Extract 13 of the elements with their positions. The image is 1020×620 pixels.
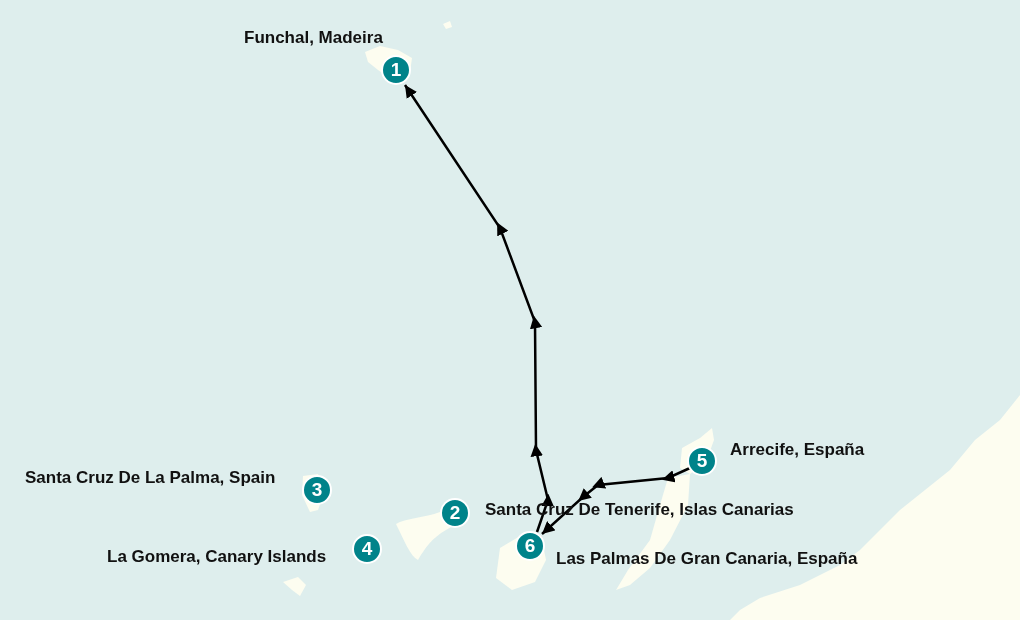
place-label: Santa Cruz De La Palma, Spain <box>25 468 276 488</box>
numbered-marker: 1 <box>381 55 411 85</box>
place-label: La Gomera, Canary Islands <box>107 547 327 567</box>
numbered-marker: 6 <box>515 531 545 561</box>
numbered-marker: 2 <box>440 498 470 528</box>
route-arrow <box>403 84 554 533</box>
place-label: Arrecife, España <box>730 440 865 460</box>
numbered-marker: 4 <box>352 534 382 564</box>
place-label: Las Palmas De Gran Canaria, España <box>556 549 858 569</box>
numbered-marker: 5 <box>687 446 717 476</box>
place-label: Funchal, Madeira <box>244 28 383 48</box>
numbered-marker: 3 <box>302 475 332 505</box>
route-arrow <box>541 466 691 535</box>
